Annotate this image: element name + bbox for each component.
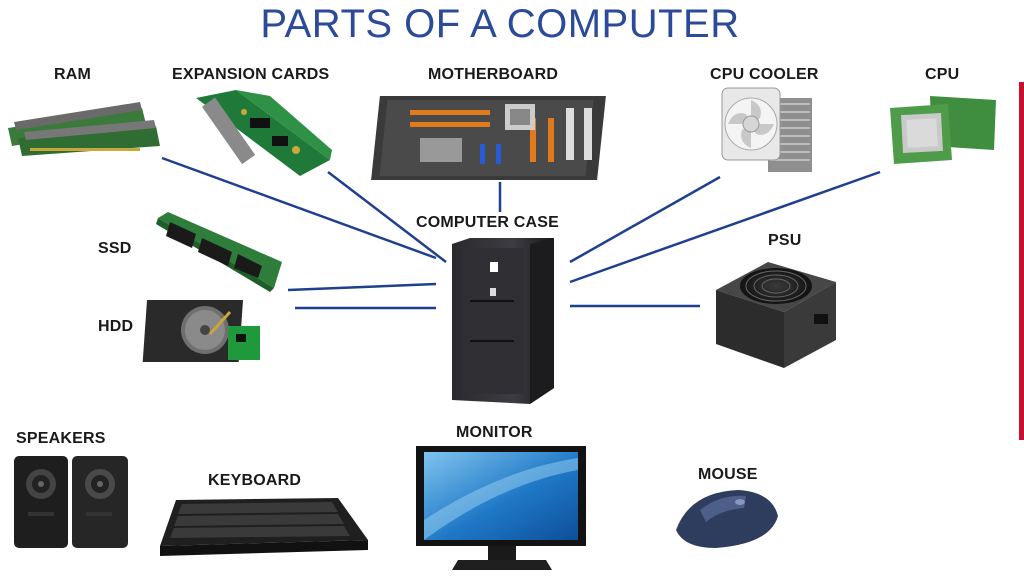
label-cpu-cooler: CPU COOLER <box>710 66 819 83</box>
label-psu: PSU <box>768 232 802 249</box>
connector-lines <box>161 156 881 310</box>
label-hdd: HDD <box>98 318 134 335</box>
cpu-image <box>890 96 996 164</box>
connector-cpu-cooler <box>569 175 721 264</box>
connector-cpu <box>569 170 881 284</box>
label-computer-case: COMPUTER CASE <box>416 214 560 231</box>
label-monitor: MONITOR <box>456 424 533 441</box>
monitor-image <box>416 446 586 570</box>
speakers-image <box>14 456 128 548</box>
hdd-image <box>142 300 260 362</box>
expansion-cards-image <box>196 90 332 176</box>
accent-bar <box>1019 82 1024 440</box>
connector-ram <box>161 156 437 260</box>
label-expansion-cards: EXPANSION CARDS <box>172 66 330 83</box>
computer-case-image <box>452 238 554 404</box>
ssd-image <box>156 212 282 292</box>
psu-image <box>716 262 836 368</box>
label-motherboard: MOTHERBOARD <box>428 66 559 83</box>
label-speakers: SPEAKERS <box>16 430 106 447</box>
label-keyboard: KEYBOARD <box>208 472 302 489</box>
label-mouse: MOUSE <box>698 466 758 483</box>
label-ram: RAM <box>54 66 92 83</box>
motherboard-image <box>371 96 606 180</box>
label-cpu: CPU <box>925 66 960 83</box>
cpu-cooler-image <box>721 87 812 172</box>
diagram-title: PARTS OF A COMPUTER <box>260 2 740 46</box>
keyboard-image <box>160 498 368 556</box>
label-ssd: SSD <box>98 240 132 257</box>
connector-ssd <box>287 282 437 292</box>
mouse-image <box>676 490 778 548</box>
ram-image <box>8 102 160 156</box>
connector-expansion-cards <box>327 171 447 263</box>
